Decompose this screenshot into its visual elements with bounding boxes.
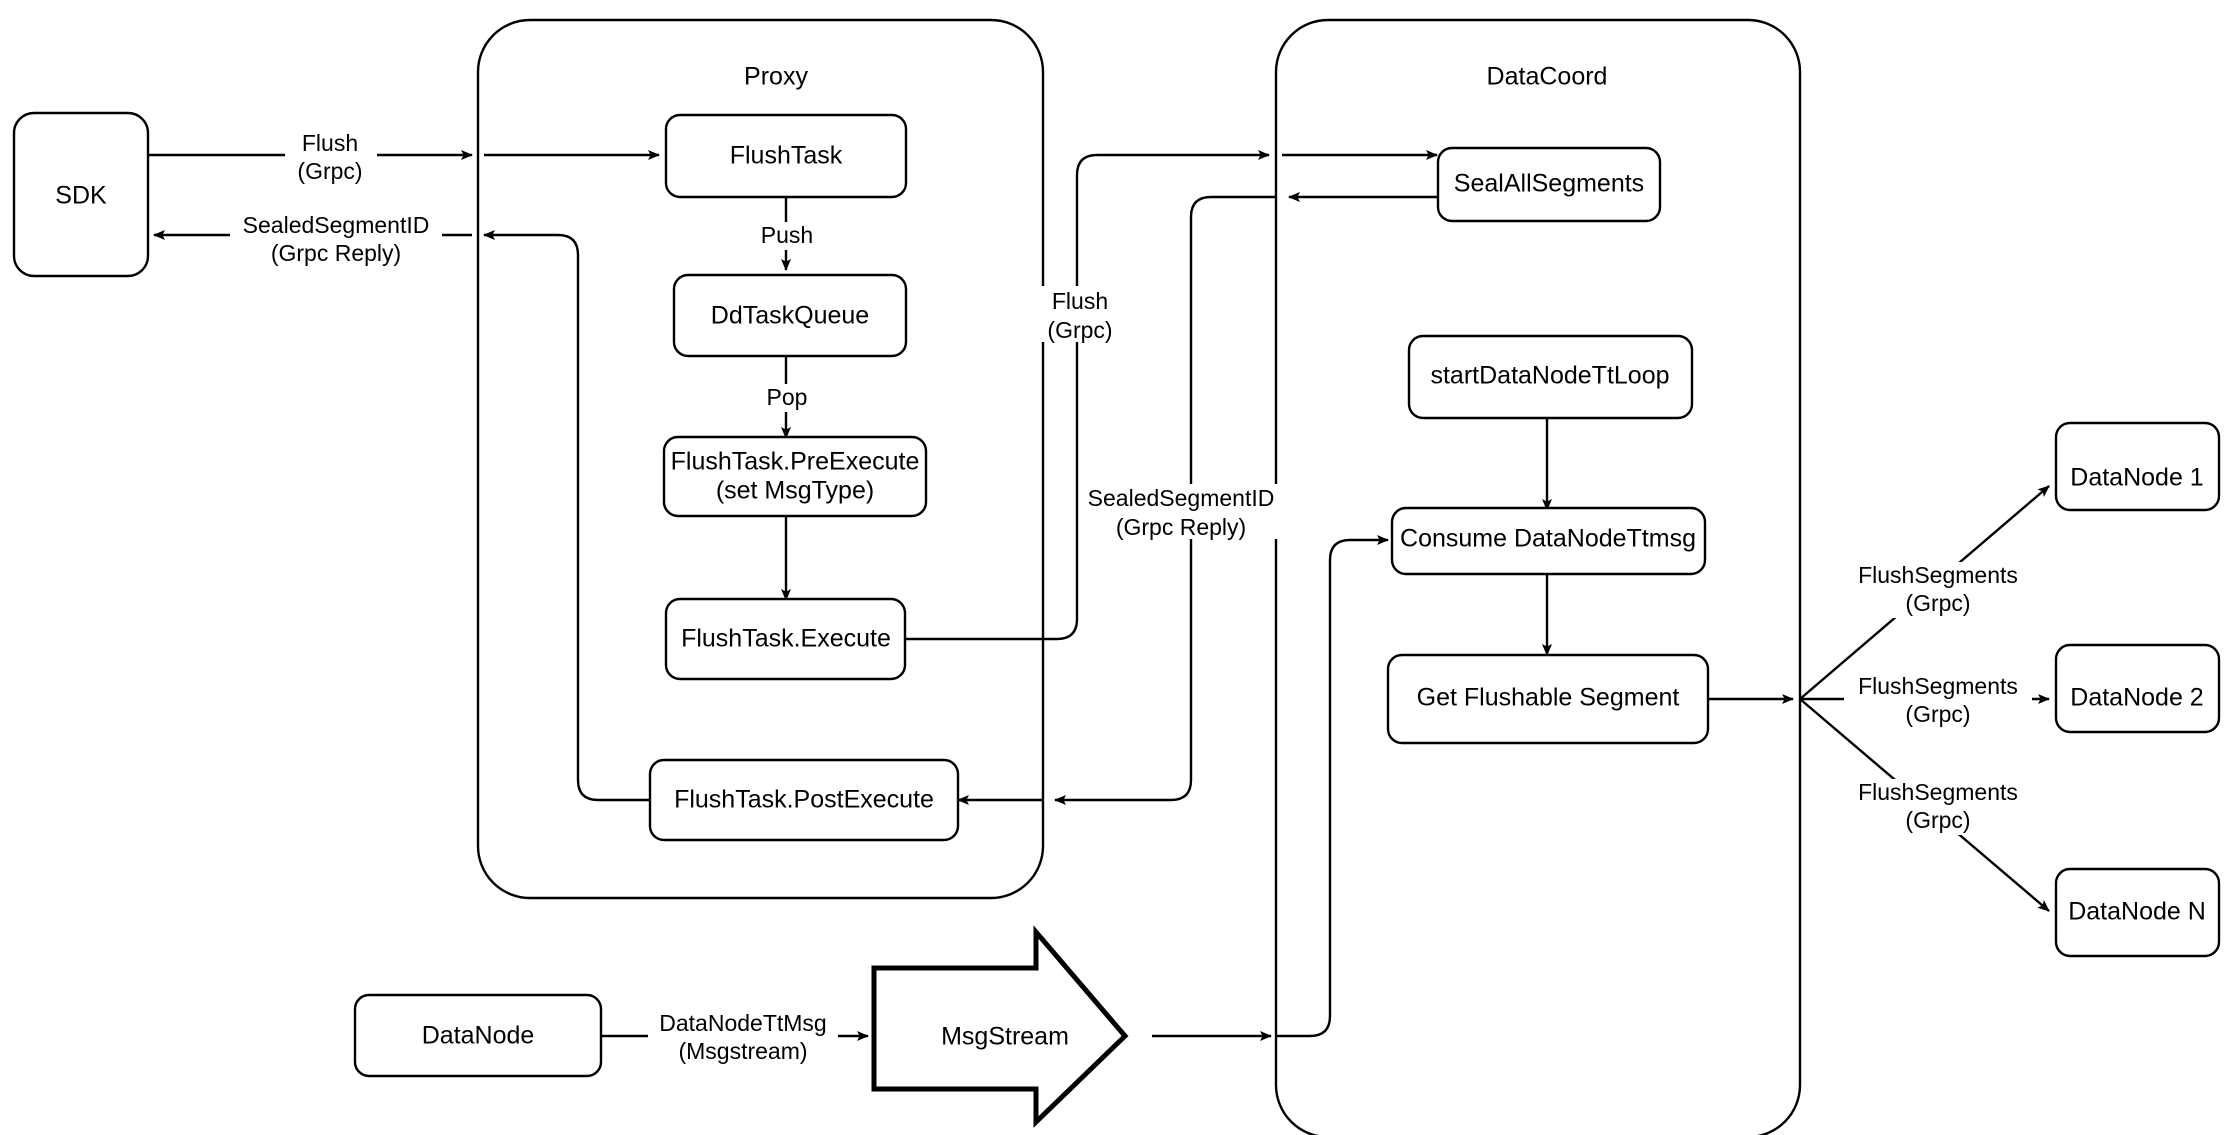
node-datanode-2-label: DataNode 2 — [2070, 684, 2203, 712]
node-flushtask-execute[interactable] — [664, 597, 907, 681]
node-flushtask[interactable] — [664, 113, 908, 199]
node-datanode-2[interactable] — [2054, 643, 2221, 734]
edge-label-ttmsg-line2: (Msgstream) — [678, 1038, 807, 1064]
edge-label-bg-sdk-flush — [285, 130, 377, 186]
edge-label-bg-flushseg2 — [1844, 672, 2032, 728]
edge-label-bg-flushseg3 — [1844, 779, 2032, 835]
node-datanode-n[interactable] — [2054, 867, 2221, 958]
node-flushtask-postexecute[interactable] — [648, 758, 960, 842]
proxy-group-title: Proxy — [744, 63, 808, 91]
node-sdk-label: SDK — [55, 182, 107, 210]
edge-label-proxy-flush-line2: (Grpc) — [1047, 317, 1112, 343]
node-ddtaskqueue-label: DdTaskQueue — [711, 302, 869, 330]
node-preexecute-label-line2: (set MsgType) — [716, 477, 874, 505]
node-start-datanode-ttloop[interactable] — [1407, 334, 1694, 420]
edge-label-flushseg2-line1: FlushSegments — [1858, 673, 2018, 699]
node-get-flushable-segment[interactable] — [1386, 653, 1710, 745]
edge-label-ttmsg-line1: DataNodeTtMsg — [659, 1010, 826, 1036]
node-consume-label: Consume DataNodeTtmsg — [1400, 525, 1696, 553]
edge-datacoordedge-to-consume — [1276, 535, 1389, 1038]
edge-label-flushseg2-line2: (Grpc) — [1905, 701, 1970, 727]
node-msgstream[interactable] — [871, 925, 1129, 1128]
node-ttloop-label: startDataNodeTtLoop — [1430, 362, 1669, 390]
node-datanode-bottom[interactable] — [353, 993, 603, 1078]
node-ddtaskqueue[interactable] — [672, 273, 908, 358]
edge-label-bg-sdk-reply — [230, 212, 442, 267]
edge-label-sdk-flush-line2: (Grpc) — [297, 158, 362, 184]
node-datanode-1[interactable] — [2054, 421, 2221, 512]
node-flushtask-label: FlushTask — [730, 142, 843, 170]
datacoord-group-container — [1274, 18, 1802, 1135]
node-execute-label: FlushTask.Execute — [681, 625, 891, 653]
node-getflushable-label: Get Flushable Segment — [1417, 684, 1680, 712]
node-consume-datanode-ttmsg[interactable] — [1390, 506, 1707, 576]
edge-label-push: Push — [761, 222, 813, 248]
node-sealallsegments[interactable] — [1436, 146, 1662, 223]
edge-label-flushseg3-line1: FlushSegments — [1858, 779, 2018, 805]
edge-label-pop: Pop — [767, 384, 808, 410]
edge-label-flushseg1-line2: (Grpc) — [1905, 590, 1970, 616]
node-preexecute-label-line1: FlushTask.PreExecute — [671, 448, 920, 476]
edge-label-bg-proxy-flush — [1034, 286, 1126, 342]
node-datanode-bottom-label: DataNode — [422, 1022, 535, 1050]
edge-label-flushseg3-line2: (Grpc) — [1905, 807, 1970, 833]
edge-label-proxy-reply-line1: SealedSegmentID — [1088, 485, 1275, 511]
edge-label-proxy-flush-line1: Flush — [1052, 288, 1108, 314]
datacoord-group-title: DataCoord — [1487, 63, 1608, 91]
edge-label-bg-push — [752, 222, 822, 250]
edge-postexecute-to-proxyedge — [483, 230, 652, 802]
node-flushtask-preexecute[interactable] — [662, 435, 928, 518]
edge-label-sdk-reply-line1: SealedSegmentID — [243, 212, 430, 238]
edge-label-sdk-reply-line2: (Grpc Reply) — [271, 240, 401, 266]
edge-label-bg-pop — [756, 384, 818, 412]
node-postexecute-label: FlushTask.PostExecute — [674, 786, 934, 814]
node-msgstream-label: MsgStream — [941, 1023, 1069, 1051]
edge-label-flushseg1-line1: FlushSegments — [1858, 562, 2018, 588]
node-sealallsegments-label: SealAllSegments — [1454, 170, 1644, 198]
edge-label-bg-flushseg1 — [1844, 562, 2032, 618]
edge-label-bg-proxy-reply — [1088, 484, 1296, 539]
edge-execute-to-sealallsegments — [905, 150, 1270, 641]
edge-label-proxy-reply-line2: (Grpc Reply) — [1116, 514, 1246, 540]
node-datanode-1-label: DataNode 1 — [2070, 464, 2203, 492]
edge-label-bg-ttmsg — [648, 1010, 838, 1066]
edge-label-sdk-flush-line1: Flush — [302, 130, 358, 156]
node-sdk[interactable] — [12, 111, 150, 278]
node-datanode-n-label: DataNode N — [2068, 898, 2206, 926]
